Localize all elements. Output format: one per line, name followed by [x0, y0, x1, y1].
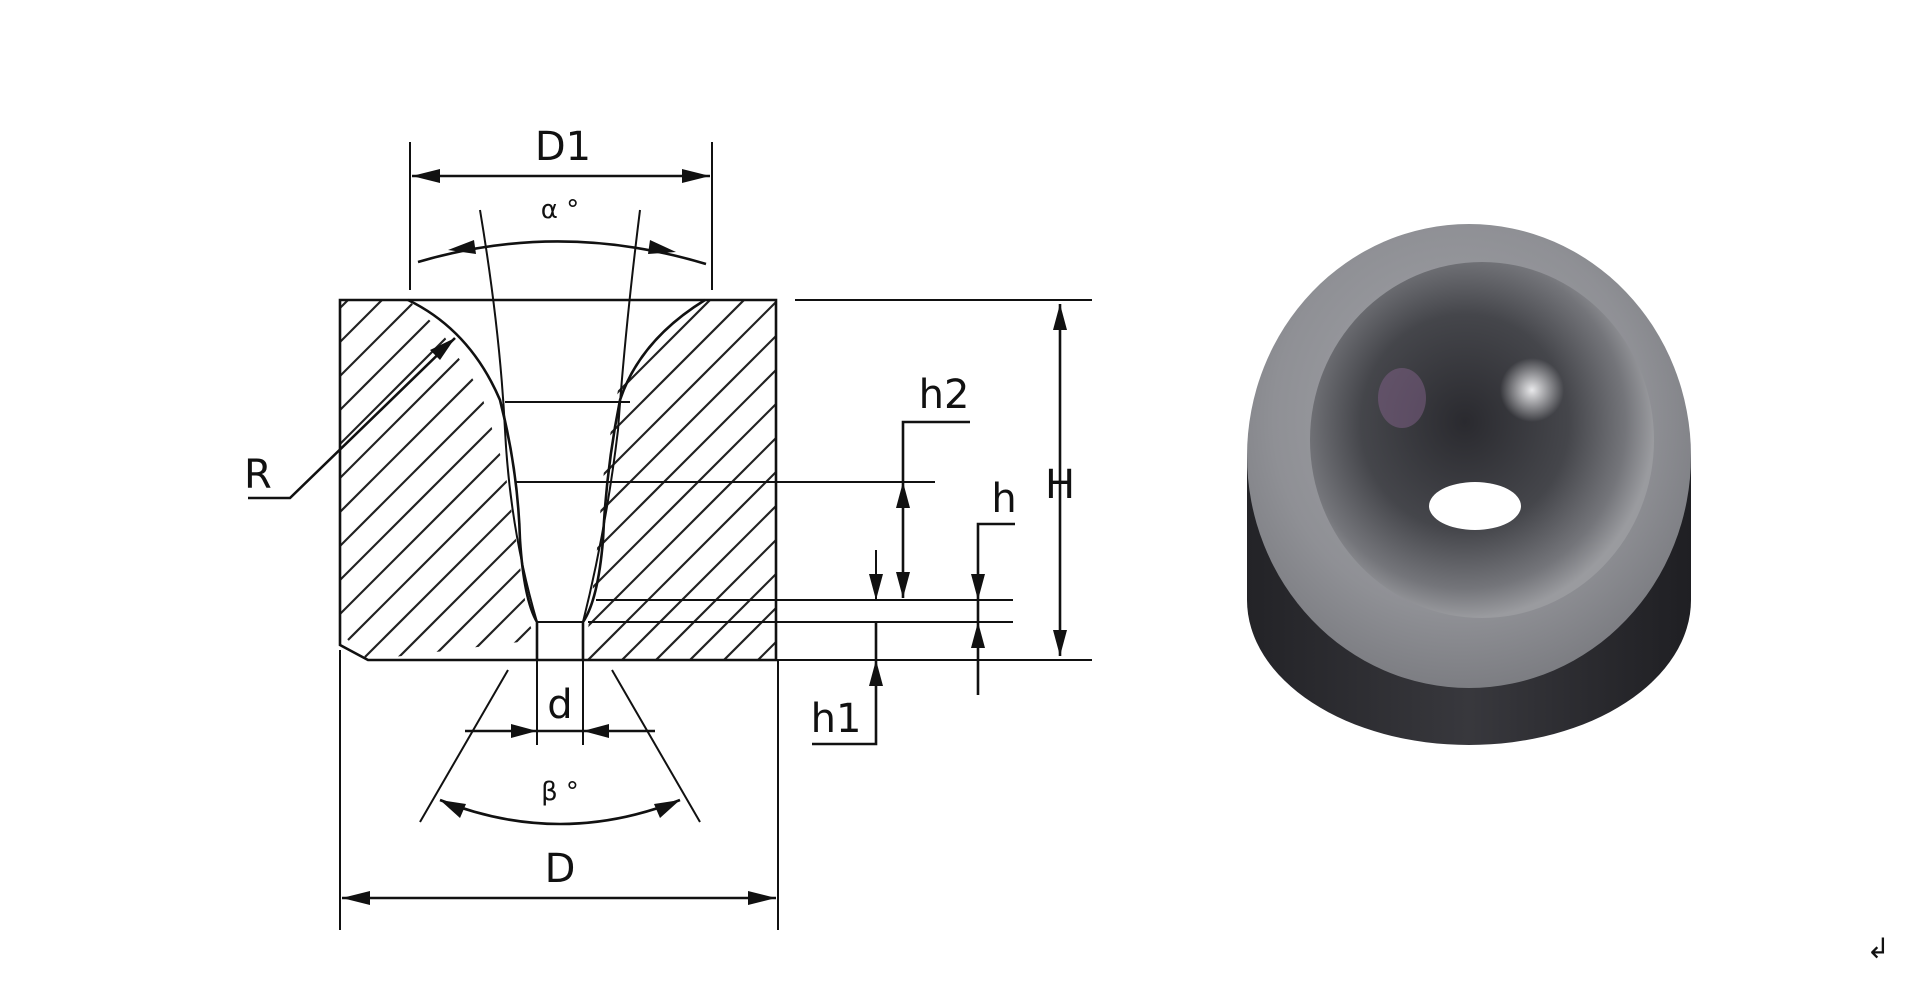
hatch-line	[771, 300, 776, 660]
hatch-line	[340, 300, 536, 660]
hatch-line	[340, 300, 536, 660]
label-h2: h2	[919, 372, 970, 418]
label-h1: h1	[811, 696, 862, 742]
hatch-line	[583, 300, 776, 660]
hatch-line	[340, 300, 369, 660]
hatch-line	[583, 300, 776, 660]
label-d: d	[547, 682, 572, 728]
hatch-line	[340, 300, 536, 660]
hatch-line	[340, 300, 471, 660]
hatch-line	[546, 280, 946, 680]
inner-bore-right	[582, 209, 641, 623]
dimension-d: d	[465, 660, 655, 745]
dimension-d1: D1	[409, 124, 713, 290]
hatch-line	[583, 300, 629, 660]
label-big-d: D	[545, 846, 576, 892]
hatch-line	[375, 300, 536, 660]
hatch-line	[737, 300, 776, 660]
dimension-h: h	[971, 476, 1017, 695]
right-hatch	[160, 280, 776, 680]
hatch-line	[635, 300, 776, 660]
dimension-beta: β °	[419, 669, 701, 826]
inner-bore-left	[479, 209, 538, 623]
label-alpha: α °	[541, 195, 579, 225]
hatch-line	[583, 300, 776, 660]
die-highlight	[1500, 358, 1564, 422]
hatch-line	[0, 280, 334, 680]
hatch-line	[583, 300, 776, 660]
die-cross-section	[0, 209, 1013, 680]
hatch-line	[583, 300, 765, 660]
hatch-line	[583, 300, 776, 660]
hatch-line	[583, 300, 731, 660]
hatch-line	[703, 300, 776, 660]
die-reflection	[1378, 368, 1426, 428]
dimension-big-h: H	[776, 299, 1092, 661]
dimension-h1: h1	[811, 550, 883, 746]
label-big-h: H	[1045, 462, 1075, 508]
label-beta: β °	[541, 777, 579, 807]
left-cavity-profile	[407, 298, 539, 660]
label-h: h	[991, 476, 1016, 522]
label-r: R	[244, 452, 272, 498]
die-cone	[1310, 262, 1654, 618]
return-mark-icon: ↲	[1867, 932, 1890, 965]
hatch-line	[583, 300, 776, 660]
die-bore-hole	[1429, 482, 1521, 530]
hatch-line	[340, 300, 437, 660]
dimension-h2: h2	[896, 372, 970, 598]
hatch-line	[341, 300, 536, 660]
hatch-line	[511, 300, 536, 660]
right-cavity-profile	[581, 298, 706, 660]
left-hatch	[0, 280, 946, 680]
hatch-line	[340, 300, 536, 660]
label-d1: D1	[535, 124, 591, 170]
hatch-line	[340, 300, 536, 660]
hatch-line	[601, 300, 776, 660]
hatch-line	[583, 300, 697, 660]
dimension-big-d: D	[339, 650, 779, 930]
die-3d-render	[1247, 224, 1691, 745]
hatch-line	[477, 300, 536, 660]
hatch-line	[340, 300, 505, 660]
hatch-line	[340, 300, 403, 660]
hatch-line	[409, 300, 536, 660]
hatch-line	[160, 280, 560, 680]
dimension-alpha: α °	[417, 195, 707, 266]
hatch-line	[669, 300, 776, 660]
hatch-line	[443, 300, 536, 660]
dimension-r: R	[244, 337, 456, 500]
